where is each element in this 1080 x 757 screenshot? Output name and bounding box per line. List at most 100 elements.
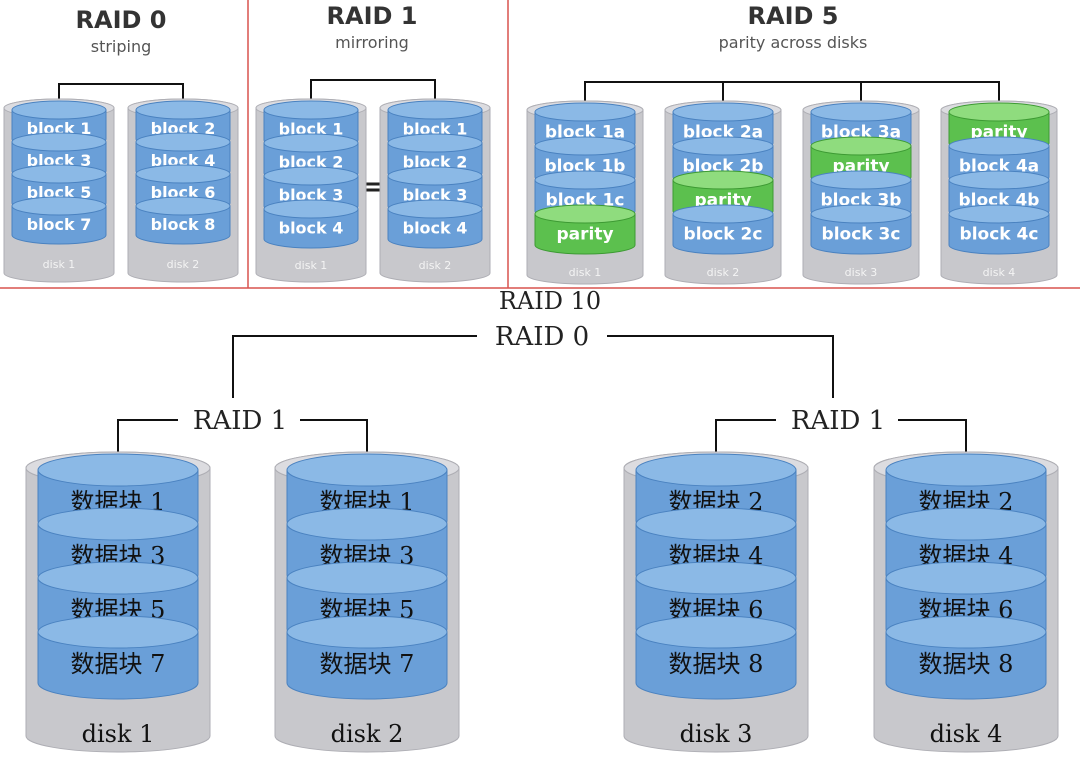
block-segment: 数据块 7 <box>286 615 448 700</box>
segment-label: parity <box>556 225 613 245</box>
block-segment: block 4c <box>948 204 1050 255</box>
segment-label: block 1 <box>279 120 344 139</box>
disk-label: disk 2 <box>167 258 200 271</box>
segment-top <box>810 136 912 156</box>
raid1-subtitle: mirroring <box>335 33 409 52</box>
segment-top <box>672 204 774 224</box>
segment-label: 数据块 7 <box>71 650 166 678</box>
raid0-subtitle: striping <box>91 37 152 56</box>
segment-body <box>263 208 359 249</box>
segment-top <box>286 507 448 541</box>
segment-top <box>387 100 483 120</box>
segment-top <box>635 561 797 595</box>
segment-top <box>37 453 199 487</box>
segment-top <box>672 102 774 122</box>
segment-top <box>948 102 1050 122</box>
disk-label: disk 2 <box>331 720 404 748</box>
segment-top <box>286 561 448 595</box>
disk-label: disk 1 <box>43 258 76 271</box>
segment-top <box>37 507 199 541</box>
segment-label: block 8 <box>151 215 216 234</box>
disk-label: disk 4 <box>930 720 1003 748</box>
disk-label: disk 4 <box>983 266 1016 279</box>
segment-label: block 2c <box>684 225 763 245</box>
segment-top <box>263 166 359 186</box>
segment-label: 数据块 8 <box>919 650 1014 678</box>
segment-body <box>135 205 231 245</box>
segment-label: block 2 <box>279 153 344 172</box>
raid10-mirror-label-left: RAID 1 <box>193 406 287 436</box>
block-segment: block 8 <box>135 196 231 245</box>
segment-body <box>11 205 107 245</box>
segment-label: block 3 <box>403 186 468 205</box>
segment-label: 数据块 7 <box>320 650 415 678</box>
segment-top <box>135 196 231 216</box>
segment-top <box>387 166 483 186</box>
segment-body <box>534 213 636 255</box>
raid5-subtitle: parity across disks <box>719 33 868 52</box>
segment-top <box>534 204 636 224</box>
segment-body <box>286 631 448 700</box>
segment-top <box>885 507 1047 541</box>
block-segment: block 4 <box>263 199 359 249</box>
segment-top <box>135 164 231 184</box>
block-segment: 数据块 8 <box>635 615 797 700</box>
segment-body <box>948 213 1050 255</box>
raid10-stripe-label: RAID 0 <box>495 322 589 352</box>
segment-top <box>672 136 774 156</box>
raid0-title: RAID 0 <box>76 6 167 34</box>
segment-top <box>286 615 448 649</box>
block-segment: 数据块 7 <box>37 615 199 700</box>
segment-label: 数据块 8 <box>669 650 764 678</box>
raid1-title: RAID 1 <box>327 2 418 30</box>
segment-top <box>948 204 1050 224</box>
segment-label: block 4c <box>960 225 1039 245</box>
segment-top <box>635 615 797 649</box>
raid5-title: RAID 5 <box>748 2 839 30</box>
segment-top <box>135 132 231 152</box>
segment-top <box>263 199 359 219</box>
segment-label: block 3 <box>279 186 344 205</box>
segment-top <box>534 170 636 190</box>
panel-dividers <box>0 0 1080 289</box>
segment-top <box>37 615 199 649</box>
raid10-title: RAID 10 <box>499 287 601 315</box>
segment-body <box>810 213 912 255</box>
disk-label: disk 3 <box>845 266 878 279</box>
segment-top <box>635 507 797 541</box>
disk-label: disk 2 <box>707 266 740 279</box>
raid10-mirror-label-right: RAID 1 <box>791 406 885 436</box>
block-segment: 数据块 8 <box>885 615 1047 700</box>
segment-top <box>885 615 1047 649</box>
segment-top <box>810 102 912 122</box>
segment-label: block 4 <box>279 219 344 238</box>
disk-label: disk 1 <box>569 266 602 279</box>
block-segment: block 2c <box>672 204 774 255</box>
segment-body <box>672 213 774 255</box>
block-segment: block 3c <box>810 204 912 255</box>
segment-body <box>635 631 797 700</box>
raid1-equals-sign: = <box>361 172 383 202</box>
segment-label: block 4 <box>403 219 468 238</box>
segment-top <box>810 170 912 190</box>
segment-body <box>387 208 483 249</box>
segment-top <box>263 133 359 153</box>
segment-top <box>37 561 199 595</box>
segment-top <box>387 199 483 219</box>
segment-top <box>387 133 483 153</box>
segment-label: block 1 <box>403 120 468 139</box>
segment-top <box>534 102 636 122</box>
segment-top <box>11 100 107 120</box>
segment-top <box>11 164 107 184</box>
parity-segment: parity <box>534 204 636 255</box>
